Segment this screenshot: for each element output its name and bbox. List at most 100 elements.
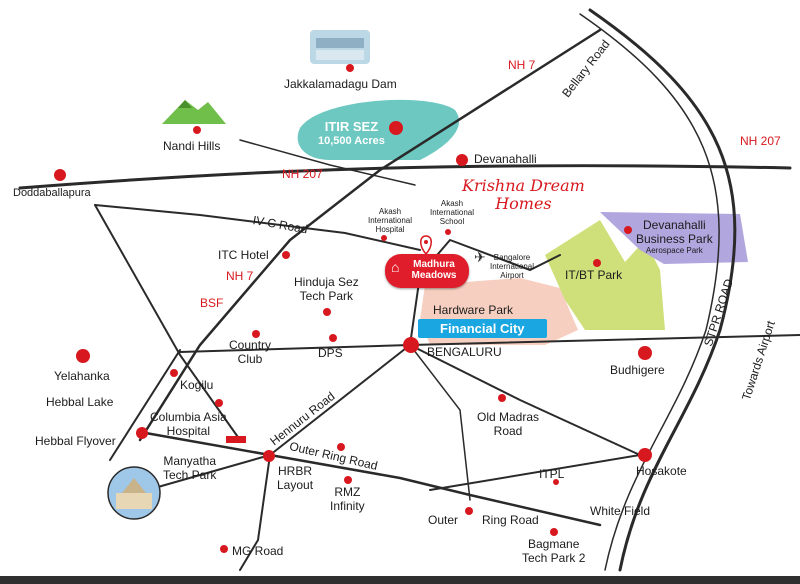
business-park-line2: Business Park xyxy=(636,231,713,246)
marker-hrbr xyxy=(263,450,275,462)
marker-itir xyxy=(389,121,403,135)
ivc-road xyxy=(94,204,421,251)
bagmane-line2: Tech Park 2 xyxy=(522,550,586,565)
marker-kogilu xyxy=(170,369,178,377)
outer-label: Outer xyxy=(428,513,459,527)
location-markers xyxy=(54,64,652,553)
business-park-zone xyxy=(600,212,748,264)
columbia-label: Columbia Asia Hospital xyxy=(150,410,227,439)
itir-area: 10,500 Acres xyxy=(318,134,385,147)
hinduja-line1: Hinduja Sez xyxy=(294,275,359,289)
hebbal-link xyxy=(109,349,181,461)
devanahalli-label: Devanahalli xyxy=(474,152,537,166)
marker-columbia xyxy=(215,399,223,407)
nh207-left-label: NH 207 xyxy=(282,167,323,181)
marker-budhigere xyxy=(638,346,652,360)
bellary-road xyxy=(138,28,602,442)
map-pin-icon xyxy=(420,235,432,256)
ring-link xyxy=(409,344,471,501)
marker-manyatha xyxy=(226,436,246,443)
project-line2: Meadows xyxy=(411,270,457,281)
marker-devanahalli xyxy=(456,154,468,166)
airport-road xyxy=(409,238,561,346)
jakkala-road xyxy=(239,139,416,186)
country-club-label: Country Club xyxy=(229,338,272,367)
hrbr-road xyxy=(239,454,271,571)
nh7-top-label: NH 7 xyxy=(508,58,536,72)
marker-rmz xyxy=(337,443,345,451)
manyatha-line1: Manyatha xyxy=(163,454,217,468)
hrbr-line1: HRBR xyxy=(278,464,313,478)
it-bt-park-label: IT/BT Park xyxy=(565,268,623,282)
business-park-line1: Devanahalli xyxy=(642,218,706,232)
itir-title: ITIR SEZ xyxy=(324,119,379,134)
itir-label: ITIR SEZ 10,500 Acres xyxy=(318,119,385,148)
nh7-mid-label: NH 7 xyxy=(226,269,254,283)
marker-bagmane xyxy=(550,528,558,536)
it-bt-park-zone xyxy=(545,220,665,330)
project-badge: ⌂ Madhura Meadows xyxy=(385,254,469,288)
hebbal-lake-label: Hebbal Lake xyxy=(46,395,114,409)
marker-old-madras xyxy=(498,394,506,402)
marker-doddaballapura xyxy=(54,169,66,181)
itpl-label: ITPL xyxy=(539,467,565,481)
country-line2: Club xyxy=(237,351,263,366)
white-field-label: White Field xyxy=(590,504,651,518)
rmz-line1: RMZ xyxy=(334,485,361,499)
hinduja-label: Hinduja Sez Tech Park xyxy=(294,275,359,304)
country-line1: Country xyxy=(229,338,272,352)
hebbal-flyover-label: Hebbal Flyover xyxy=(35,434,116,448)
brand-line1: Krishna Dream xyxy=(462,176,585,195)
budhigere-label: Budhigere xyxy=(610,363,665,377)
house-icon: ⌂ xyxy=(391,259,400,275)
columbia-line1: Columbia Asia xyxy=(150,410,227,424)
marker-outer xyxy=(465,507,473,515)
marker-itbt xyxy=(593,259,601,267)
hinduja-line2: Tech Park xyxy=(299,288,354,303)
marker-nandi xyxy=(193,126,201,134)
marker-jakkalamadagu xyxy=(346,64,354,72)
road-network xyxy=(18,8,800,572)
brand-name: Krishna Dream Homes xyxy=(462,176,585,214)
hrbr-label: HRBR Layout xyxy=(277,464,314,493)
marker-itc xyxy=(282,251,290,259)
manyatha-line2: Tech Park xyxy=(163,467,217,482)
old-madras-line2: Road xyxy=(493,423,523,438)
project-line1: Madhura xyxy=(413,259,455,270)
itc-hotel-label: ITC Hotel xyxy=(218,248,269,262)
hrbr-line2: Layout xyxy=(277,477,314,492)
bengaluru-road-west xyxy=(179,344,411,353)
bsf-label: BSF xyxy=(200,296,224,310)
nh7-road xyxy=(94,204,241,441)
bengaluru-label: BENGALURU xyxy=(427,345,502,359)
doddaballapura-label: Doddaballapura xyxy=(13,187,91,199)
hennuru-road xyxy=(269,344,411,456)
old-madras-label: Old Madras Road xyxy=(477,410,540,439)
old-madras-line1: Old Madras xyxy=(477,410,540,424)
hosakote-label: Hosakote xyxy=(636,464,687,478)
dps-label: DPS xyxy=(318,346,343,360)
nh207-right-label: NH 207 xyxy=(740,134,781,148)
manyatha-label: Manyatha Tech Park xyxy=(163,454,217,483)
building-icon xyxy=(107,466,161,520)
kogilu-label: Kogilu xyxy=(180,378,214,392)
nandi-label: Nandi Hills xyxy=(163,139,221,153)
outer-ring-road xyxy=(138,430,602,527)
marker-yelahanka xyxy=(76,349,90,363)
stpr-road-outer xyxy=(588,8,737,572)
mg-road-label: MG Road xyxy=(232,544,284,558)
marker-mg-road xyxy=(220,545,228,553)
marker-itpl xyxy=(344,476,352,484)
airport-label: Bangalore International Airport xyxy=(489,253,535,280)
akash-hospital-label: Akash International Hospital xyxy=(367,207,413,234)
marker-hebbal-flyover xyxy=(136,427,148,439)
mountain-icon xyxy=(162,100,226,124)
aerospace-label: Aerospace Park xyxy=(645,245,703,255)
bengaluru-road-east xyxy=(409,334,800,346)
nh207-road xyxy=(18,164,792,190)
hardware-park-label: Hardware Park xyxy=(433,303,514,317)
marker-bengaluru xyxy=(403,337,419,353)
bottom-bar xyxy=(0,576,800,584)
